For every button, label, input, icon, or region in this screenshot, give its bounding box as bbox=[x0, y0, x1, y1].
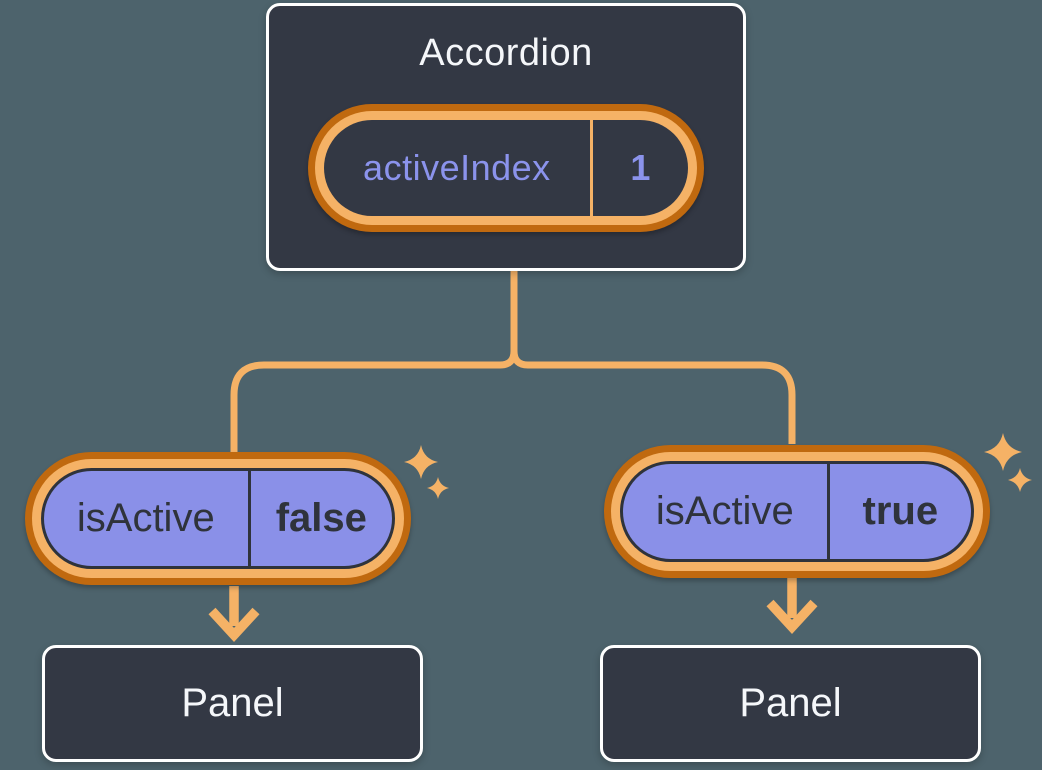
sparkle-icon bbox=[404, 445, 438, 479]
connector-branch-right bbox=[510, 271, 796, 444]
connector-lines bbox=[230, 271, 796, 452]
state-label: activeIndex bbox=[363, 147, 551, 188]
accordion-component-box: Accordion activeIndex 1 bbox=[266, 3, 746, 271]
state-pill-divider bbox=[589, 120, 593, 216]
prop-pill-inner-ring: isActive true bbox=[611, 452, 983, 571]
panel-box-left: Panel bbox=[42, 645, 423, 762]
connector-branch-left bbox=[230, 271, 518, 452]
sparkle-icon bbox=[427, 477, 449, 499]
prop-pill-core: isActive true bbox=[620, 461, 974, 562]
prop-value: true bbox=[862, 489, 939, 533]
state-pill-core: activeIndex 1 bbox=[324, 120, 688, 216]
state-value: 1 bbox=[630, 147, 651, 188]
sparkle-icon bbox=[1008, 468, 1032, 492]
component-title: Accordion bbox=[419, 32, 593, 74]
prop-pill-left: isActive false bbox=[25, 452, 411, 585]
prop-label: isActive bbox=[655, 489, 794, 533]
prop-pill-inner-ring: isActive false bbox=[32, 459, 404, 578]
prop-pill-divider bbox=[247, 471, 251, 566]
arrow-head bbox=[208, 607, 260, 643]
panel-box-right: Panel bbox=[600, 645, 981, 762]
prop-pill-right: isActive true bbox=[604, 445, 990, 578]
sparkle-icon bbox=[984, 433, 1022, 471]
prop-pill-core: isActive false bbox=[41, 468, 395, 569]
arrow-down-left-icon bbox=[208, 586, 260, 643]
prop-pill-divider bbox=[826, 464, 830, 559]
prop-label: isActive bbox=[76, 496, 215, 540]
state-pill: activeIndex 1 bbox=[308, 104, 704, 232]
arrow-down-right-icon bbox=[766, 578, 818, 635]
state-pill-inner-ring: activeIndex 1 bbox=[315, 111, 697, 225]
prop-value: false bbox=[275, 496, 367, 540]
arrow-head bbox=[766, 599, 818, 635]
